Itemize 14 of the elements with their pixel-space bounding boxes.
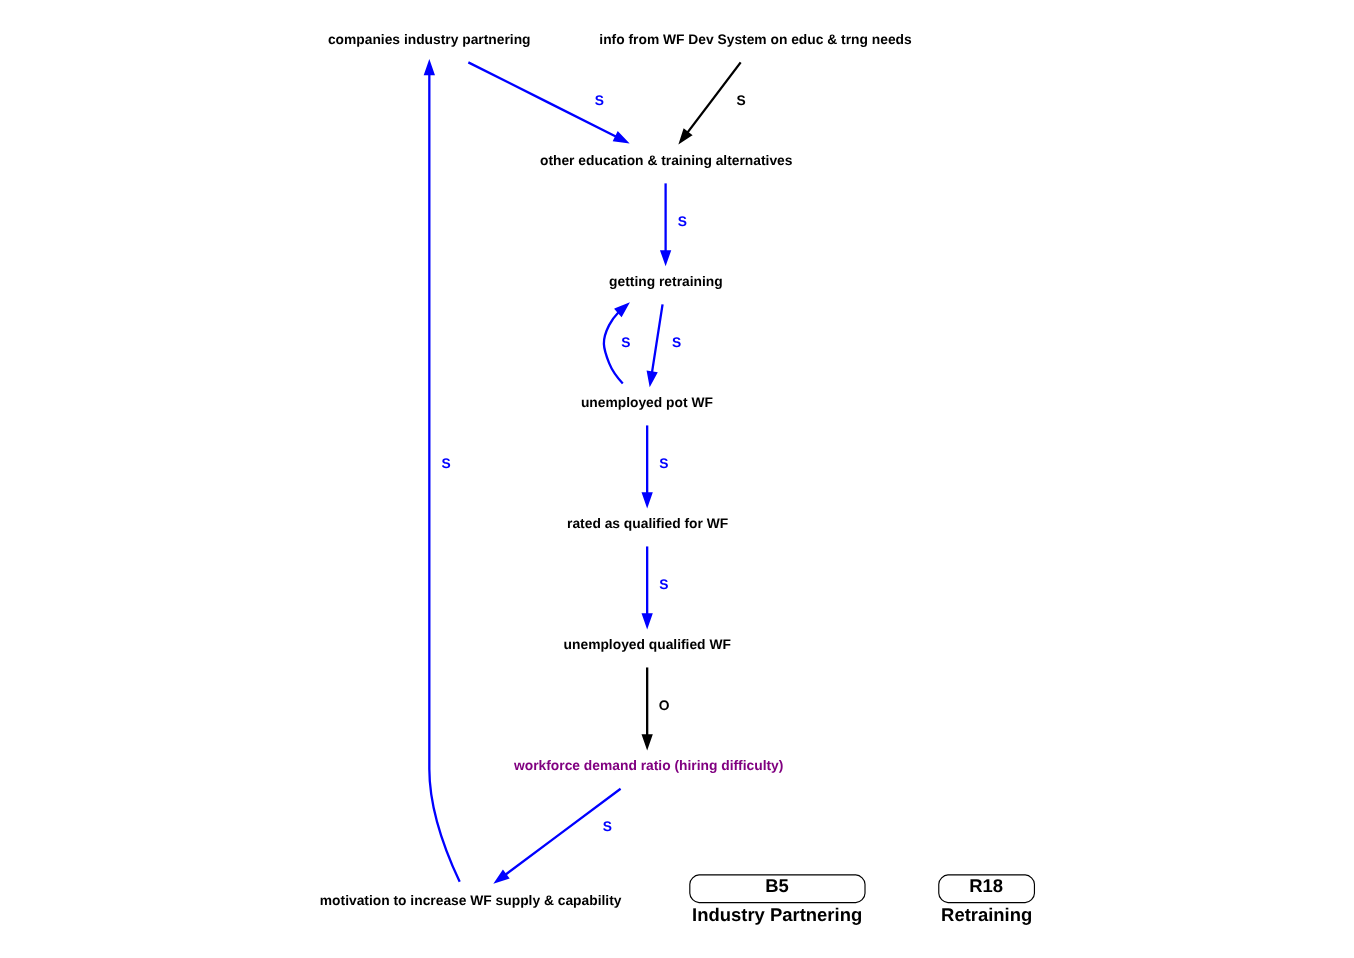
arrow xyxy=(658,183,671,267)
arrow xyxy=(492,787,621,884)
node-box: B5 xyxy=(688,874,865,904)
arrow xyxy=(466,61,629,144)
arrow xyxy=(601,302,629,385)
node-box: R18 xyxy=(937,874,1034,904)
arrow xyxy=(422,59,460,883)
node-label: Retraining xyxy=(940,904,1032,925)
arrow xyxy=(640,546,652,630)
arrow xyxy=(677,61,741,145)
arrow xyxy=(640,425,652,509)
node-label: Industry Partnering xyxy=(691,904,862,925)
arrow xyxy=(640,667,652,751)
arrow xyxy=(645,304,663,388)
